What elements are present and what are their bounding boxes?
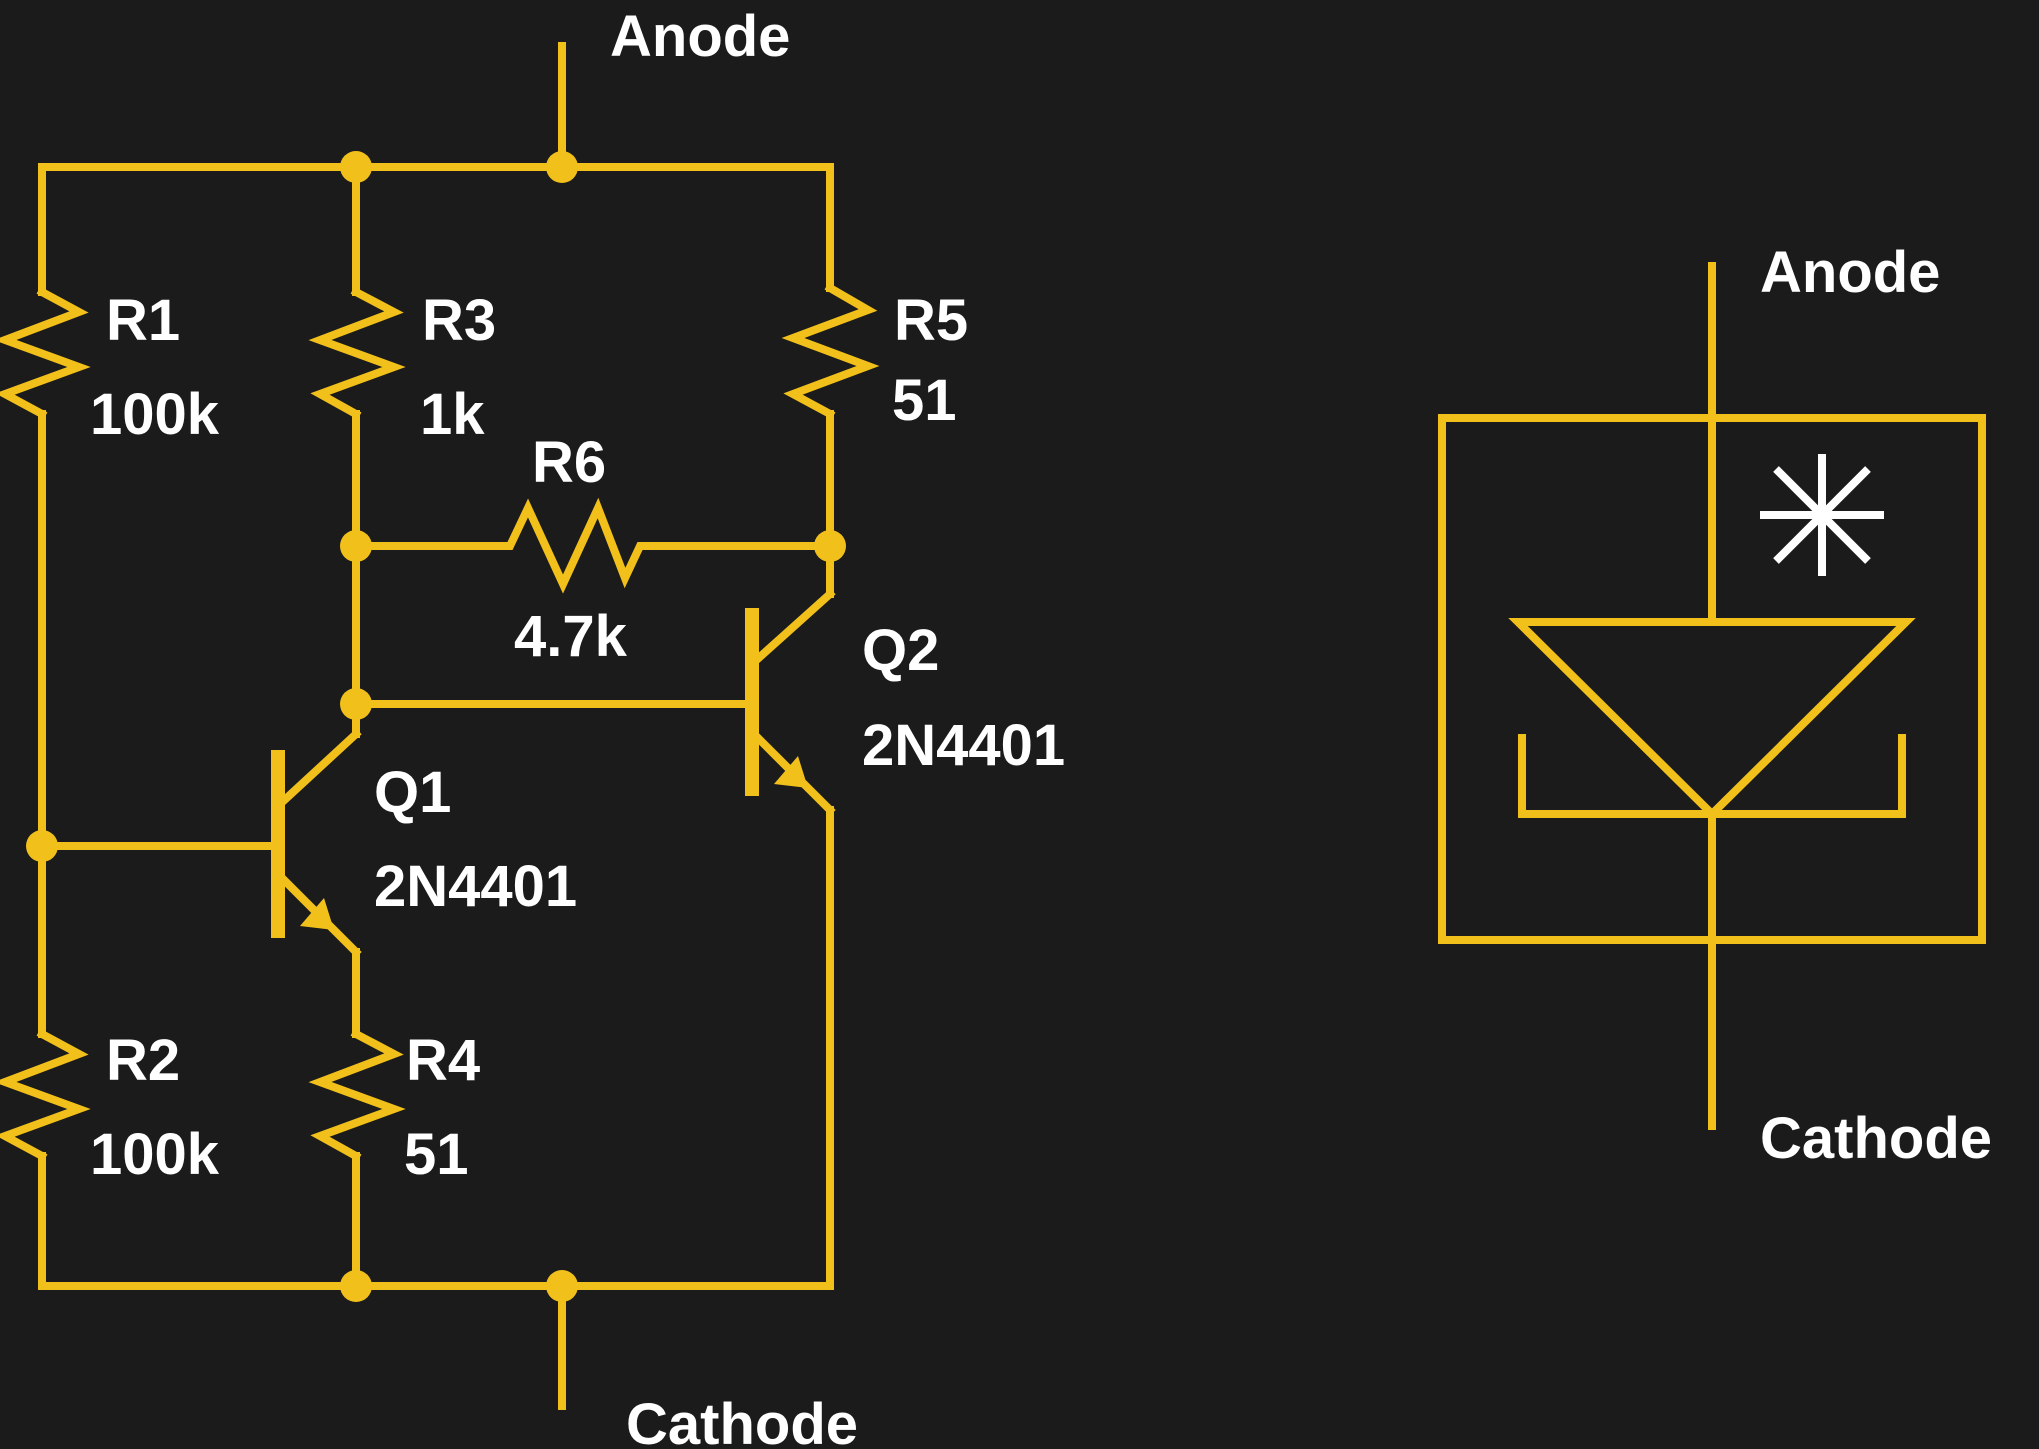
r1-value: 100k xyxy=(90,382,220,447)
junction-dot xyxy=(546,1270,578,1302)
top-rail xyxy=(38,163,834,296)
device-symbol: Anode Cathode xyxy=(1438,240,1992,1171)
q1-ref: Q1 xyxy=(374,760,451,825)
r5-ref: R5 xyxy=(894,288,968,353)
symbol-anode-label: Anode xyxy=(1760,240,1940,305)
junctions xyxy=(26,151,846,1302)
r3-value: 1k xyxy=(420,382,485,447)
transistor-q1 xyxy=(271,700,362,1038)
resistor-r2 xyxy=(0,1028,91,1290)
r6-value: 4.7k xyxy=(514,604,628,669)
junction-dot xyxy=(340,688,372,720)
r3-ref: R3 xyxy=(422,288,496,353)
symbol-cathode-label: Cathode xyxy=(1760,1106,1992,1171)
sparkle-icon xyxy=(1760,454,1884,576)
r6-ref: R6 xyxy=(532,430,606,495)
schematic: Anode R1 100k R3 1k R5 51 R6 4.7k xyxy=(0,4,1065,1449)
junction-dot xyxy=(546,151,578,183)
cathode-label: Cathode xyxy=(626,1392,858,1449)
q2-value: 2N4401 xyxy=(862,713,1065,778)
r1-ref: R1 xyxy=(106,288,180,353)
r5-value: 51 xyxy=(892,368,957,433)
resistor-r5 xyxy=(781,282,880,420)
resistor-r3 xyxy=(308,163,406,420)
junction-dot xyxy=(26,830,58,862)
junction-dot xyxy=(340,530,372,562)
r2-value: 100k xyxy=(90,1122,220,1187)
r2-ref: R2 xyxy=(106,1028,180,1093)
transistor-q2 xyxy=(745,542,836,1290)
resistor-r6 xyxy=(352,497,834,594)
diode-triangle xyxy=(1508,618,1916,820)
junction-dot xyxy=(340,1270,372,1302)
q2-ref: Q2 xyxy=(862,618,939,683)
anode-label: Anode xyxy=(610,4,790,69)
junction-dot xyxy=(814,530,846,562)
r4-ref: R4 xyxy=(406,1028,480,1093)
resistor-r4 xyxy=(308,1028,406,1290)
resistor-r1 xyxy=(0,286,91,420)
r4-value: 51 xyxy=(404,1122,469,1187)
q1-value: 2N4401 xyxy=(374,854,577,919)
diode-cathode-bar xyxy=(1518,734,1906,818)
junction-dot xyxy=(340,151,372,183)
